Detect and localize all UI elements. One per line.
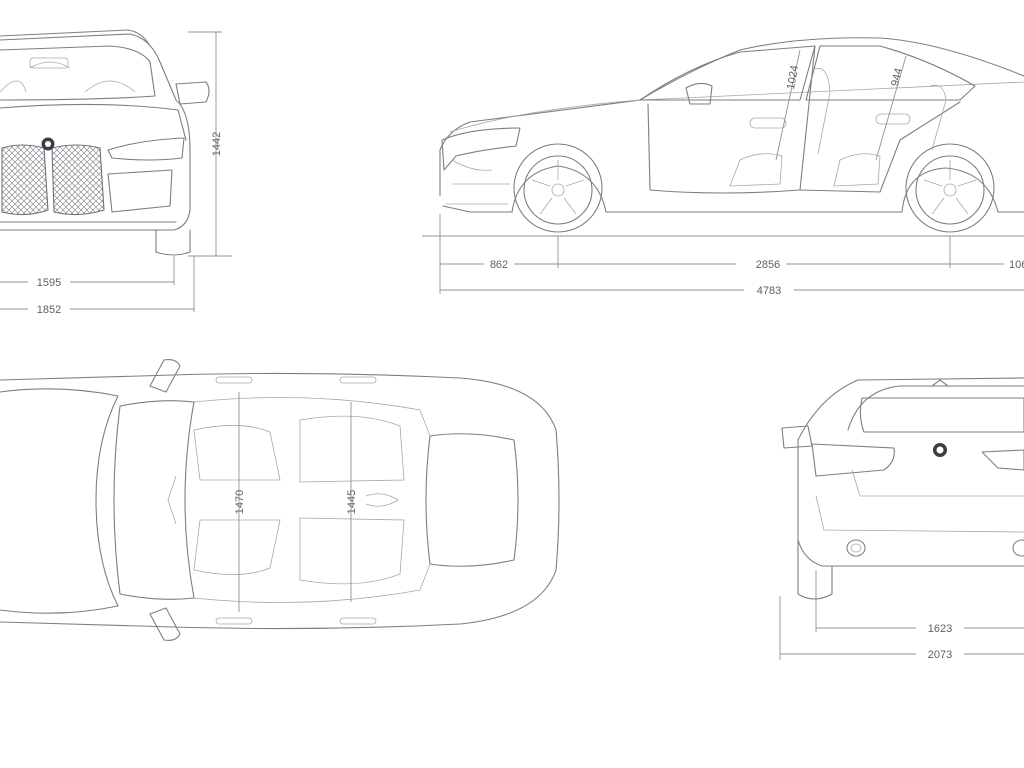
mirror-top-right [149,607,181,641]
rear-wheel [905,143,995,233]
dimension-rear-headroom: 944 [889,67,905,88]
dimension-front-width: 1852 [37,304,61,316]
front-wheel [513,143,603,233]
dimension-front-interior-width: 1470 [234,490,246,514]
side-mirror-side [685,82,713,105]
dimension-rear-track: 1623 [928,623,952,635]
rear-view: 1623 2073 [779,377,1024,661]
dimension-front-overhang: 862 [490,259,508,271]
side-mirror [175,81,210,105]
dimension-wheelbase: 2856 [756,259,780,271]
headlight [107,137,185,161]
dimension-rear-overhang: 106 [1009,259,1024,271]
exhaust-left [846,539,866,557]
tail-light [811,443,895,477]
dimension-rear-interior-width: 1445 [346,490,358,514]
side-mirror-rear [781,425,813,449]
dimension-front-track: 1595 [37,277,61,289]
top-view: 1470 1445 [0,359,560,641]
dimension-rear-width: 2073 [928,649,952,661]
kidney-grille-left [1,144,49,216]
side-view: 1024 944 862 2856 106 4783 [422,37,1024,297]
kidney-grille-right [51,144,105,216]
front-view: 1442 1595 1852 [0,29,232,316]
dimension-front-height: 1442 [211,132,223,156]
dimension-front-headroom: 1024 [785,64,801,90]
mirror-top-left [149,359,181,393]
dimension-overall-length: 4783 [757,285,781,297]
